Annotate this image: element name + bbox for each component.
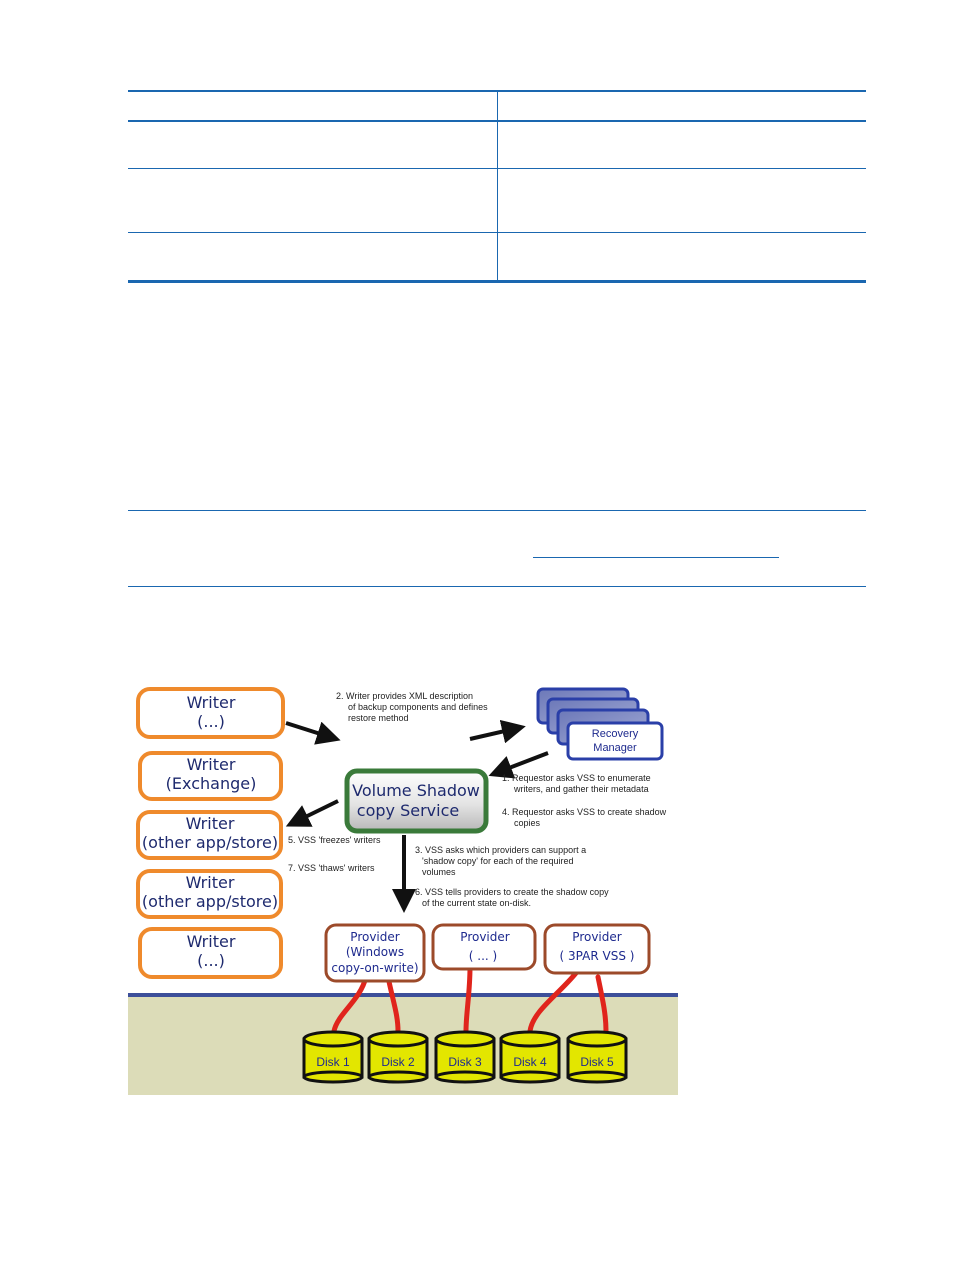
- requestor-stack: [536, 687, 664, 761]
- step4-text: 4. Requestor asks VSS to create shadow: [502, 807, 667, 817]
- table-cell: [497, 121, 866, 169]
- step1-text: writers, and gather their metadata: [513, 784, 649, 794]
- step5-text: 5. VSS 'freezes' writers: [288, 835, 381, 845]
- disk-label: Disk 3: [448, 1055, 482, 1069]
- provider-sublabel: ( ... ): [469, 949, 497, 963]
- step2-text: of backup components and defines: [348, 702, 488, 712]
- disk-icon: [434, 1030, 496, 1084]
- writer-label: Writer: [186, 814, 235, 833]
- arrow-writer-to-step2: [285, 721, 341, 745]
- provider-label: Provider: [350, 930, 399, 944]
- writer-sublabel: (other app/store): [142, 833, 278, 852]
- writer-sublabel: (Exchange): [166, 774, 257, 793]
- provider-sublabel: (Windows: [346, 945, 404, 959]
- arrow-requestor-to-vss: [488, 751, 549, 779]
- table-row: [128, 121, 866, 169]
- provider-disk-link: [527, 970, 579, 1034]
- step3-text: 'shadow copy' for each of the required: [422, 856, 574, 866]
- vss-box: [344, 768, 489, 834]
- note-bottom-rule: [128, 586, 866, 587]
- table-cell: [128, 91, 498, 122]
- provider-label: Provider: [460, 930, 509, 944]
- provider-box-windows: [324, 923, 426, 983]
- note-top-rule: [128, 510, 866, 511]
- table-cell: [128, 121, 498, 169]
- vss-sublabel: copy Service: [357, 801, 459, 820]
- arrow-to-requestor: [469, 719, 526, 744]
- table-header-row: [128, 91, 866, 122]
- disk-label: Disk 1: [316, 1055, 350, 1069]
- disk-label: Disk 2: [381, 1055, 415, 1069]
- writer-box: [138, 751, 283, 801]
- requestor-label: Recovery: [592, 728, 639, 740]
- table-cell: [128, 168, 498, 233]
- writer-label: Writer: [186, 873, 235, 892]
- storage-floor-line: [128, 993, 678, 997]
- step6-text: 6. VSS tells providers to create the sha…: [415, 887, 609, 897]
- disk-icon: [499, 1030, 561, 1084]
- provider-disk-link: [331, 974, 369, 1034]
- note-link-underline[interactable]: [533, 557, 779, 558]
- disk-icon: [302, 1030, 364, 1084]
- writer-sublabel: (...): [197, 712, 225, 731]
- writer-box: [136, 810, 283, 860]
- provider-label: Provider: [572, 930, 621, 944]
- writer-label: Writer: [187, 755, 236, 774]
- provider-box-generic: [431, 923, 537, 971]
- step1-text: 1. Requestor asks VSS to enumerate: [502, 773, 651, 783]
- provider-disk-link: [595, 974, 609, 1034]
- info-table: [128, 90, 866, 283]
- table-row: [128, 168, 866, 233]
- provider-box-3par: [543, 923, 651, 975]
- step4-text: copies: [514, 818, 541, 828]
- table-cell: [497, 91, 866, 122]
- table-cell: [128, 232, 498, 282]
- table-cell: [497, 168, 866, 233]
- table-cell: [497, 232, 866, 282]
- provider-sublabel: ( 3PAR VSS ): [560, 949, 635, 963]
- disk-icon: [566, 1030, 628, 1084]
- provider-disk-link: [385, 974, 401, 1034]
- writer-box: [136, 869, 283, 919]
- requestor-sublabel: Manager: [593, 742, 637, 754]
- step6-text: of the current state on-disk.: [422, 898, 531, 908]
- table-row: [128, 232, 866, 282]
- step3-text: 3. VSS asks which providers can support …: [415, 845, 586, 855]
- vss-label: Volume Shadow: [352, 781, 480, 800]
- disk-label: Disk 4: [513, 1055, 547, 1069]
- writer-sublabel: (other app/store): [142, 892, 278, 911]
- writer-sublabel: (...): [197, 951, 225, 970]
- disk-group: [302, 1030, 628, 1084]
- recovery-manager-box: [566, 721, 664, 761]
- step7-text: 7. VSS 'thaws' writers: [288, 863, 375, 873]
- provider-disk-link: [463, 964, 473, 1034]
- writer-box: [138, 927, 283, 979]
- disk-icon: [367, 1030, 429, 1084]
- step2-text: 2. Writer provides XML description: [336, 691, 473, 701]
- arrow-vss-to-writers: [285, 799, 339, 827]
- writer-label: Writer: [187, 932, 236, 951]
- writer-box: [136, 687, 285, 739]
- disk-label: Disk 5: [580, 1055, 614, 1069]
- vss-architecture-diagram: Writer (...) Writer (Exchange) Writer (o…: [128, 683, 678, 1095]
- step2-text: restore method: [348, 713, 409, 723]
- step3-text: volumes: [422, 867, 456, 877]
- provider-sublabel: copy-on-write): [331, 961, 418, 975]
- writer-label: Writer: [187, 693, 236, 712]
